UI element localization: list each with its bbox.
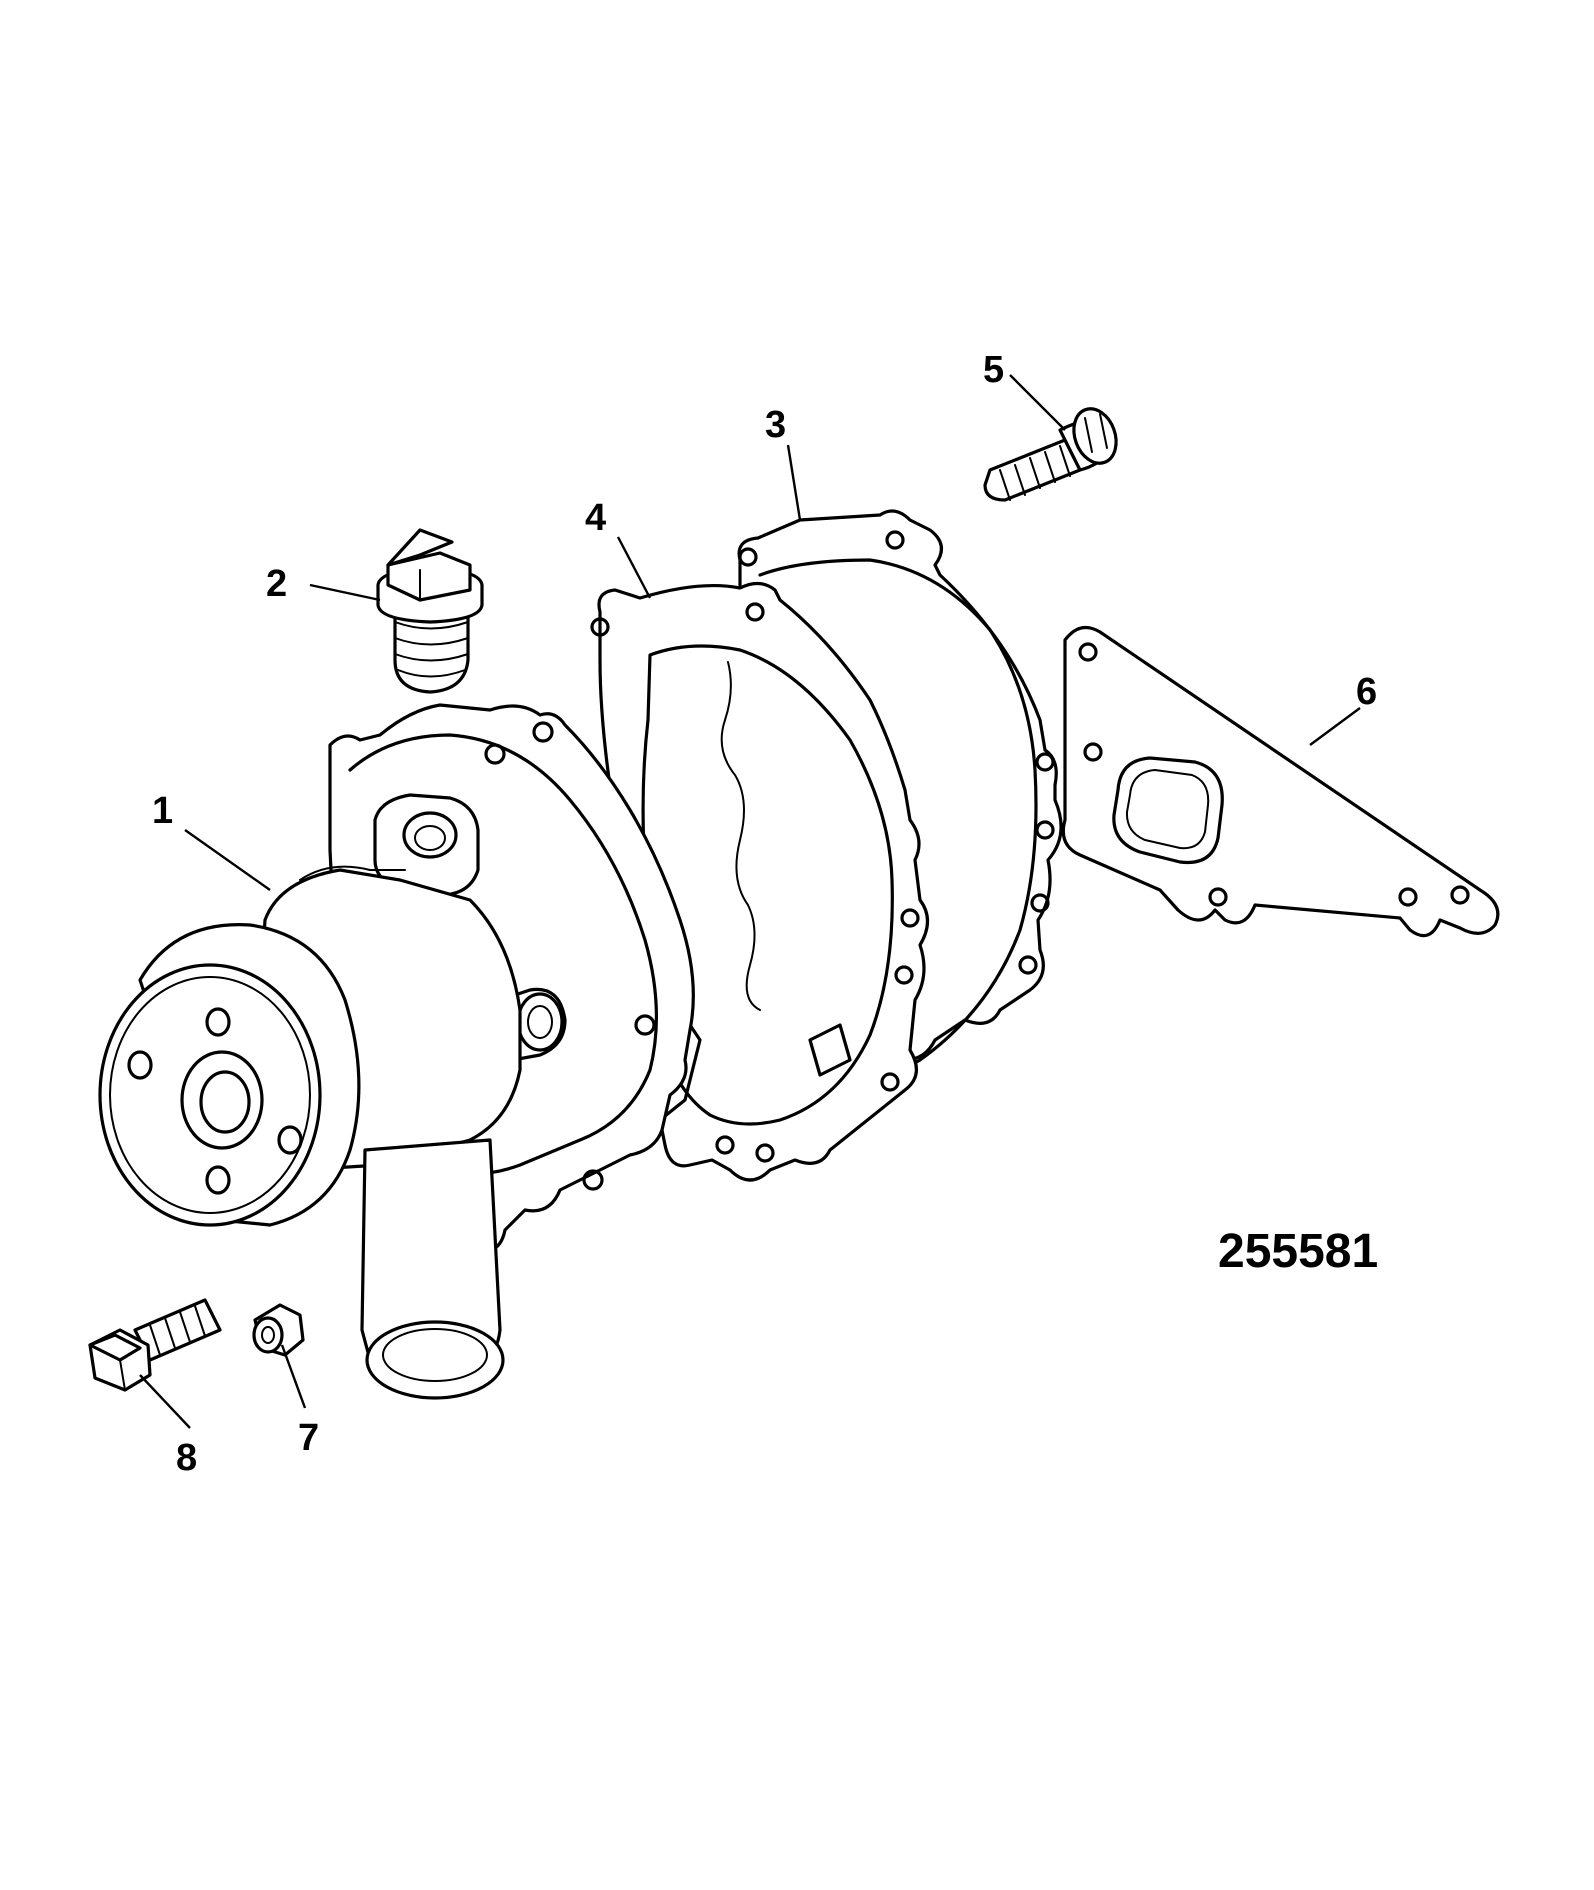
callout-1: 1 xyxy=(152,790,173,832)
part-7-nut xyxy=(252,1303,305,1357)
callout-6: 6 xyxy=(1356,671,1377,713)
leader-8 xyxy=(139,1374,191,1429)
callout-7: 7 xyxy=(298,1417,319,1459)
leader-4 xyxy=(616,536,652,599)
part-5-screw xyxy=(983,407,1118,502)
callout-5: 5 xyxy=(983,349,1004,391)
callout-2: 2 xyxy=(266,563,287,605)
figure-number: 255581 xyxy=(1218,1225,1378,1278)
leader-5 xyxy=(1009,374,1066,431)
leader-2 xyxy=(309,583,381,602)
part-2-plug xyxy=(376,528,484,694)
callout-3: 3 xyxy=(765,404,786,446)
part-8-bolt xyxy=(88,1298,222,1392)
leader-3 xyxy=(786,444,802,521)
part-1-water-pump xyxy=(98,703,695,1400)
part-6-bracket xyxy=(1061,625,1500,938)
leader-1 xyxy=(184,829,271,891)
callout-8: 8 xyxy=(176,1437,197,1479)
leader-6 xyxy=(1309,707,1361,746)
callout-4: 4 xyxy=(585,497,606,539)
leader-7 xyxy=(280,1344,307,1409)
